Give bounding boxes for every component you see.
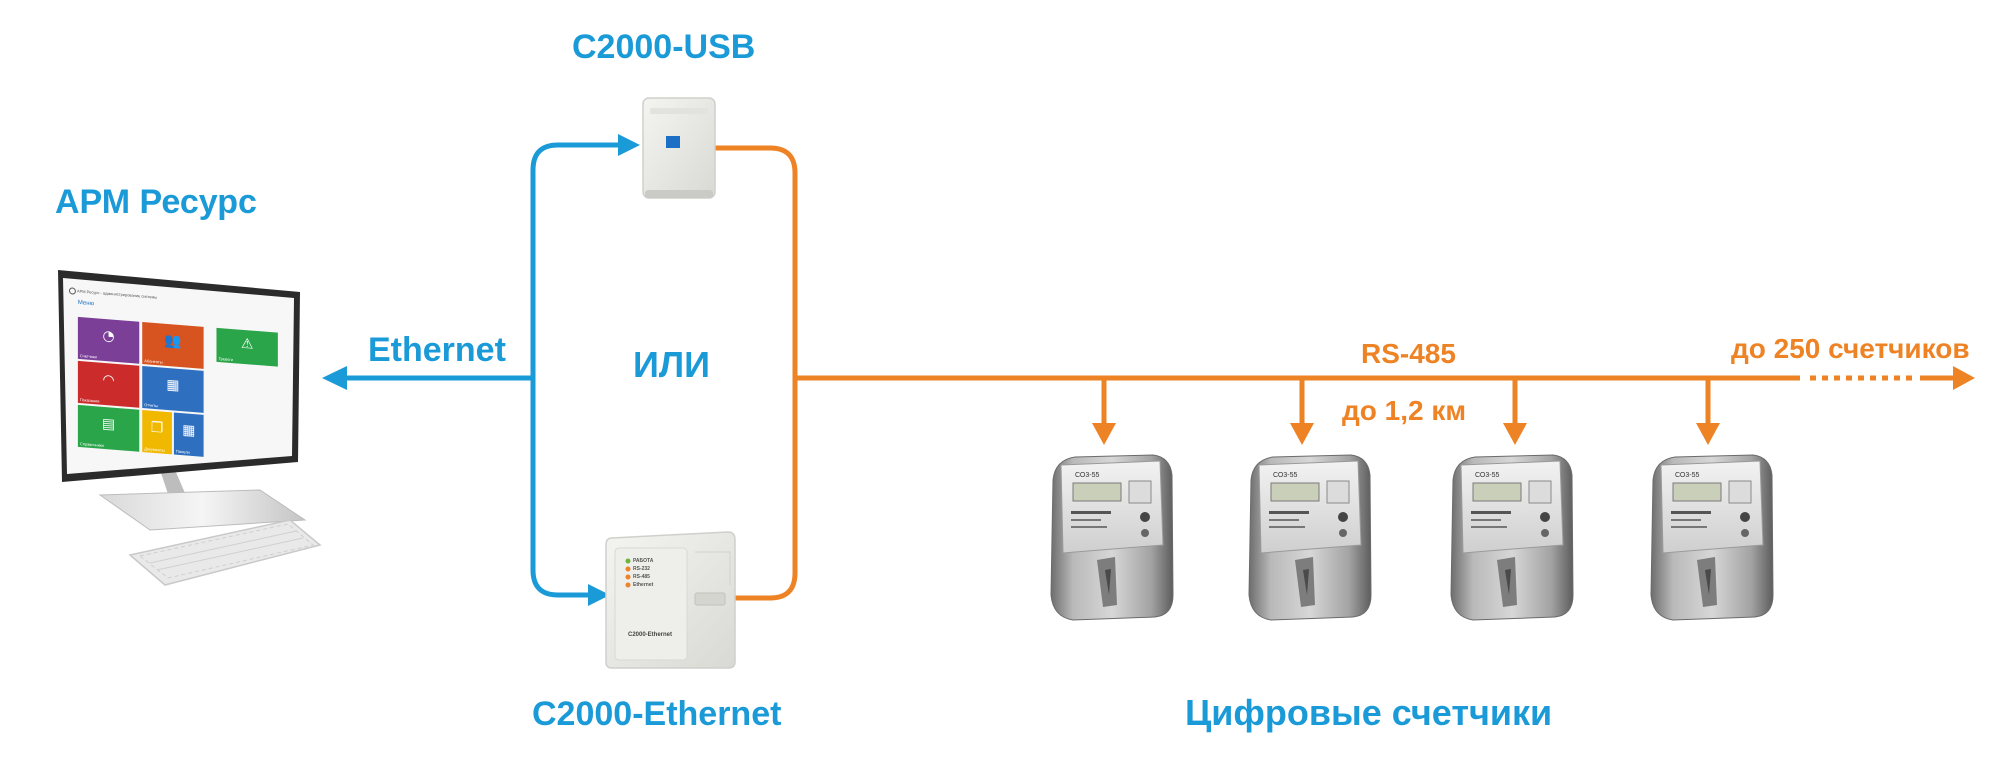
usb-indicator-icon [666,136,680,148]
screen-tile[interactable]: ▤ Справочники [77,404,140,452]
max-meters-label: до 250 счетчиков [1731,333,1970,364]
indicator-led-icon [625,574,631,580]
screen-menu-label: Меню [77,299,94,308]
screen-tile[interactable]: ⚠ Тревоги [216,327,278,367]
screen-app-label: АРМ Ресурс - администрирование системы [77,288,158,300]
bus-end-arrowhead [1953,366,1975,390]
workstation-to-ethernet-line [530,378,590,598]
usb-arrowhead [618,134,640,156]
screen-tile-caption: Показания [79,397,100,404]
screen-tile[interactable]: ❐ Документы [142,409,172,455]
or-label: ИЛИ [633,344,711,385]
usb-to-bus-line [712,145,798,378]
workstation-arrowhead [322,366,347,390]
screen-header: АРМ Ресурс - администрирование системы [68,287,158,301]
workstation-title: АРМ Ресурс [55,183,257,221]
documents-icon: ❐ [150,419,164,437]
ethernet-device-face-label: С2000-Ethernet [628,632,673,638]
usb-device-label: С2000-USB [572,28,756,66]
screen-tile-caption: Тревоги [218,355,233,363]
grid-icon: ▦ [182,421,196,439]
speedometer-icon: ◠ [102,371,115,389]
keyboard [128,519,322,586]
ethernet-to-bus-line [730,378,798,601]
screen-tile-caption: Документы [144,446,165,453]
distance-label: до 1,2 км [1342,395,1467,426]
rs485-links [712,145,1955,601]
ethernet-links [345,142,620,598]
meter-3-arrowhead [1503,423,1527,445]
meters-title: Цифровые счетчики [1185,692,1553,733]
electricity-meter: СО3-55 [1050,454,1174,621]
meter-1-arrowhead [1092,423,1116,445]
indicator-label: Ethernet [633,582,654,588]
meter-model-label: СО3-55 [1075,472,1099,479]
electricity-meter: СО3-55 [1650,454,1774,621]
tile-grid: ◔ Счетчики 👥 Абоненты ⚠ Тревоги ◠ Показания ▦ Отч… [77,316,278,465]
calendar-icon: ▦ [166,376,180,394]
back-icon [68,287,76,295]
workstation-to-usb-line [530,142,620,378]
indicator-label: RS-485 [633,574,650,580]
rs485-arrowheads [1092,366,1975,445]
indicator-led-icon [625,566,631,572]
meter-2-arrowhead [1290,423,1314,445]
gauge-icon: ◔ [102,327,115,345]
screen-tile-caption: Отчеты [144,402,158,409]
meter-model-label: СО3-55 [1273,472,1297,479]
screen-tile[interactable]: 👥 Абоненты [142,321,204,369]
screen-tile-caption: Панели [175,448,190,455]
ethernet-arrowheads [322,134,640,606]
screen-tile[interactable]: ▦ Отчеты [142,365,204,413]
indicator-label: RS-232 [633,566,650,572]
screen-tile[interactable]: ◔ Счетчики [77,316,140,364]
indicator-led-icon [625,582,631,588]
c2000-usb-device [642,97,716,199]
screen-tile-caption: Справочники [79,441,104,448]
screen-tile-caption: Счетчики [79,353,97,360]
meter-model-label: СО3-55 [1475,472,1499,479]
electricity-meter: СО3-55 [1248,454,1372,621]
screen-tile-caption: Абоненты [144,358,163,365]
meter-4-arrowhead [1696,423,1720,445]
warning-icon: ⚠ [240,335,254,353]
ethernet-device-label: С2000-Ethernet [532,695,782,733]
screen-tile[interactable]: ▦ Панели [173,412,204,457]
ethernet-device-arrowhead [588,584,610,606]
monitor-base [98,489,307,531]
ethernet-link-label: Ethernet [368,331,506,369]
users-icon: 👥 [164,332,182,350]
c2000-ethernet-device [605,531,736,669]
indicator-led-icon [625,558,631,564]
screen-tile[interactable]: ◠ Показания [77,360,140,408]
meter-model-label: СО3-55 [1675,472,1699,479]
notebook-icon: ▤ [102,415,116,433]
indicator-label: РАБОТА [633,558,654,564]
rs485-label: RS-485 [1361,338,1456,369]
screen-ui: АРМ Ресурс - администрирование системы М… [66,282,288,471]
electricity-meter: СО3-55 [1450,454,1574,621]
